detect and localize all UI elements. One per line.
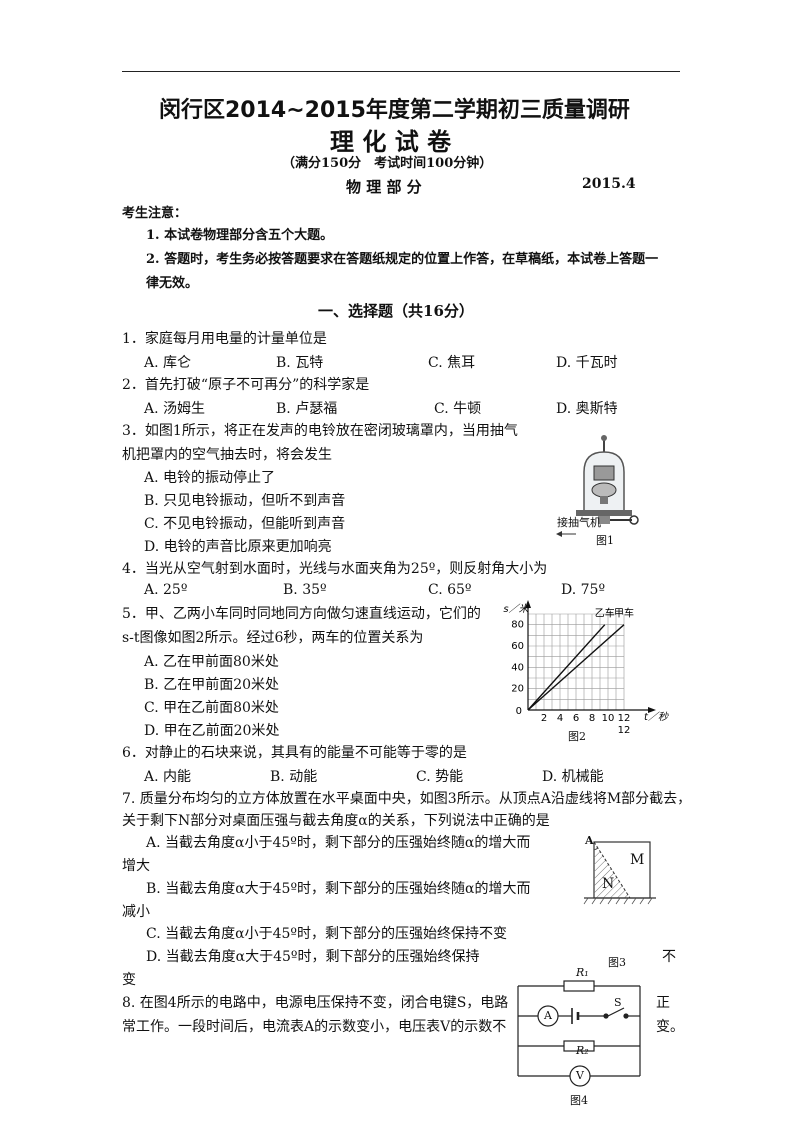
top-rule (122, 71, 680, 72)
q6-option-b: B. 动能 (270, 769, 318, 785)
fig1-caption: 图1 (596, 534, 614, 547)
q8-tail-2: 变。 (656, 1019, 684, 1035)
x-axis-label: t／秒 (644, 711, 669, 723)
q5-option-c: C. 甲在乙前面80米处 (144, 700, 279, 716)
q1-option-b: B. 瓦特 (276, 355, 324, 371)
q3-option-d: D. 电铃的声音比原来更加响亮 (144, 539, 332, 555)
x-tick-label: 12 (618, 713, 631, 724)
fig3-caption: 图3 (608, 956, 626, 969)
q4-option-c: C. 65º (428, 582, 472, 598)
section-title: 物 理 部 分 (346, 178, 422, 196)
y-tick-label: 80 (511, 620, 524, 631)
fig4-caption: 图4 (570, 1094, 588, 1107)
q6-option-a: A. 内能 (144, 769, 192, 785)
q4-option-d: D. 75º (561, 582, 606, 598)
fig4-r1-label: R₁ (576, 966, 589, 979)
q8-stem-2: 常工作。一段时间后，电流表A的示数变小，电压表V的示数不 (122, 1019, 507, 1035)
q3-option-a: A. 电铃的振动停止了 (144, 470, 276, 486)
fig4-voltmeter: V (576, 1069, 584, 1082)
q2-stem: 2．首先打破“原子不可再分”的科学家是 (122, 377, 370, 393)
bell-jar-figure (556, 435, 639, 537)
exam-title: 闵行区2014~2015年度第二学期初三质量调研 (159, 98, 630, 123)
q2-option-a: A. 汤姆生 (144, 401, 206, 417)
q5-option-b: B. 乙在甲前面20米处 (144, 677, 280, 693)
x-tick-label: 10 (602, 713, 615, 724)
notes-heading: 考生注意： (122, 206, 188, 221)
q2-option-b: B. 卢瑟福 (276, 401, 338, 417)
exam-duration: （满分150分 考试时间100分钟） (282, 156, 493, 171)
q7-option-d-cont: 变 (122, 972, 136, 988)
fig4-r2-label: R₂ (576, 1044, 589, 1057)
circuit-figure (517, 980, 641, 1087)
q3-stem-2: 机把罩内的空气抽去时，将会发生 (122, 447, 332, 463)
x-tick-extra: 12 (618, 725, 631, 736)
q5-option-a: A. 乙在甲前面80米处 (144, 654, 279, 670)
q6-option-d: D. 机械能 (542, 769, 604, 785)
q7-option-a-cont: 增大 (122, 858, 150, 874)
note-2: 2. 答题时，考生务必按答题要求在答题纸规定的位置上作答，在草稿纸，本试卷上答题… (146, 252, 659, 267)
q7-option-a: A. 当截去角度α小于45º时，剩下部分的压强始终随α的增大而 (146, 835, 531, 851)
fig4-switch-label: S (614, 996, 622, 1009)
q4-option-b: B. 35º (283, 582, 327, 598)
q3-option-b: B. 只见电铃振动，但听不到声音 (144, 493, 346, 509)
q6-option-c: C. 势能 (416, 769, 464, 785)
y-tick-label: 60 (511, 641, 524, 652)
series-line (527, 624, 625, 711)
q2-option-c: C. 牛顿 (434, 401, 482, 417)
x-tick-label: 2 (541, 713, 547, 724)
series-line (527, 624, 606, 711)
x-axis-arrow (648, 707, 656, 713)
q7-option-b-cont: 减小 (122, 904, 150, 920)
q1-stem: 1．家庭每月用电量的计量单位是 (122, 331, 327, 347)
q3-option-c: C. 不见电铃振动，但能听到声音 (144, 516, 346, 532)
q3-stem-1: 3．如图1所示，将正在发声的电铃放在密闭玻璃罩内，当用抽气 (122, 423, 518, 439)
fig3-part-n: N (602, 876, 615, 892)
q1-option-a: A. 库仑 (144, 355, 192, 371)
q1-option-c: C. 焦耳 (428, 355, 476, 371)
series-label: 乙车 (595, 607, 615, 620)
y-tick-label: 20 (511, 684, 524, 695)
note-2-cont: 律无效。 (146, 276, 199, 291)
q4-stem: 4．当光从空气射到水面时，光线与水面夹角为25º，则反射角大小为 (122, 561, 548, 577)
q6-stem: 6．对静止的石块来说，其具有的能量不可能等于零的是 (122, 745, 467, 761)
exam-subject: 理 化 试 卷 (330, 128, 452, 156)
q7-option-b: B. 当截去角度α大于45º时，剩下部分的压强始终随α的增大而 (146, 881, 531, 897)
series-label: 甲车 (614, 607, 634, 620)
y-axis-label: s／米 (503, 603, 529, 615)
y-axis-arrow (525, 600, 531, 608)
part1-heading: 一、选择题（共16分） (318, 302, 474, 320)
q5-option-d: D. 甲在乙前面20米处 (144, 723, 280, 739)
origin-label: 0 (516, 706, 522, 717)
q8-stem-1: 8. 在图4所示的电路中，电源电压保持不变，闭合电键S，电路 (122, 995, 509, 1011)
fig3-part-m: M (630, 852, 645, 868)
x-tick-label: 4 (557, 713, 563, 724)
q5-stem-2: s-t图像如图2所示。经过6秒，两车的位置关系为 (122, 630, 424, 646)
fig1-pump-label: 接抽气机 (557, 516, 601, 529)
q1-option-d: D. 千瓦时 (556, 355, 618, 371)
note-1: 1. 本试卷物理部分含五个大题。 (146, 228, 334, 243)
q5-stem-1: 5．甲、乙两小车同时同地同方向做匀速直线运动，它们的 (122, 606, 481, 622)
exam-date: 2015.4 (582, 176, 636, 192)
fig4-ammeter: A (544, 1009, 552, 1022)
cube-figure (583, 841, 656, 905)
q7-option-d-tail: 不 (662, 949, 676, 965)
q7-stem-1: 7. 质量分布均匀的立方体放置在水平桌面中央，如图3所示。从顶点A沿虚线将M部分… (122, 791, 692, 807)
q7-option-d: D. 当截去角度α大于45º时，剩下部分的压强始终保持 (146, 949, 480, 965)
x-tick-label: 6 (573, 713, 579, 724)
x-tick-label: 8 (589, 713, 595, 724)
fig2-caption: 图2 (568, 730, 586, 743)
y-tick-label: 40 (511, 662, 524, 673)
fig3-vertex-a: A (585, 834, 594, 847)
q8-tail-1: 正 (656, 995, 670, 1011)
q7-stem-2: 关于剩下N部分对桌面压强与截去角度α的关系，下列说法中正确的是 (122, 813, 550, 829)
q7-option-c: C. 当截去角度α小于45º时，剩下部分的压强始终保持不变 (146, 926, 507, 942)
q2-option-d: D. 奥斯特 (556, 401, 618, 417)
q4-option-a: A. 25º (144, 582, 188, 598)
